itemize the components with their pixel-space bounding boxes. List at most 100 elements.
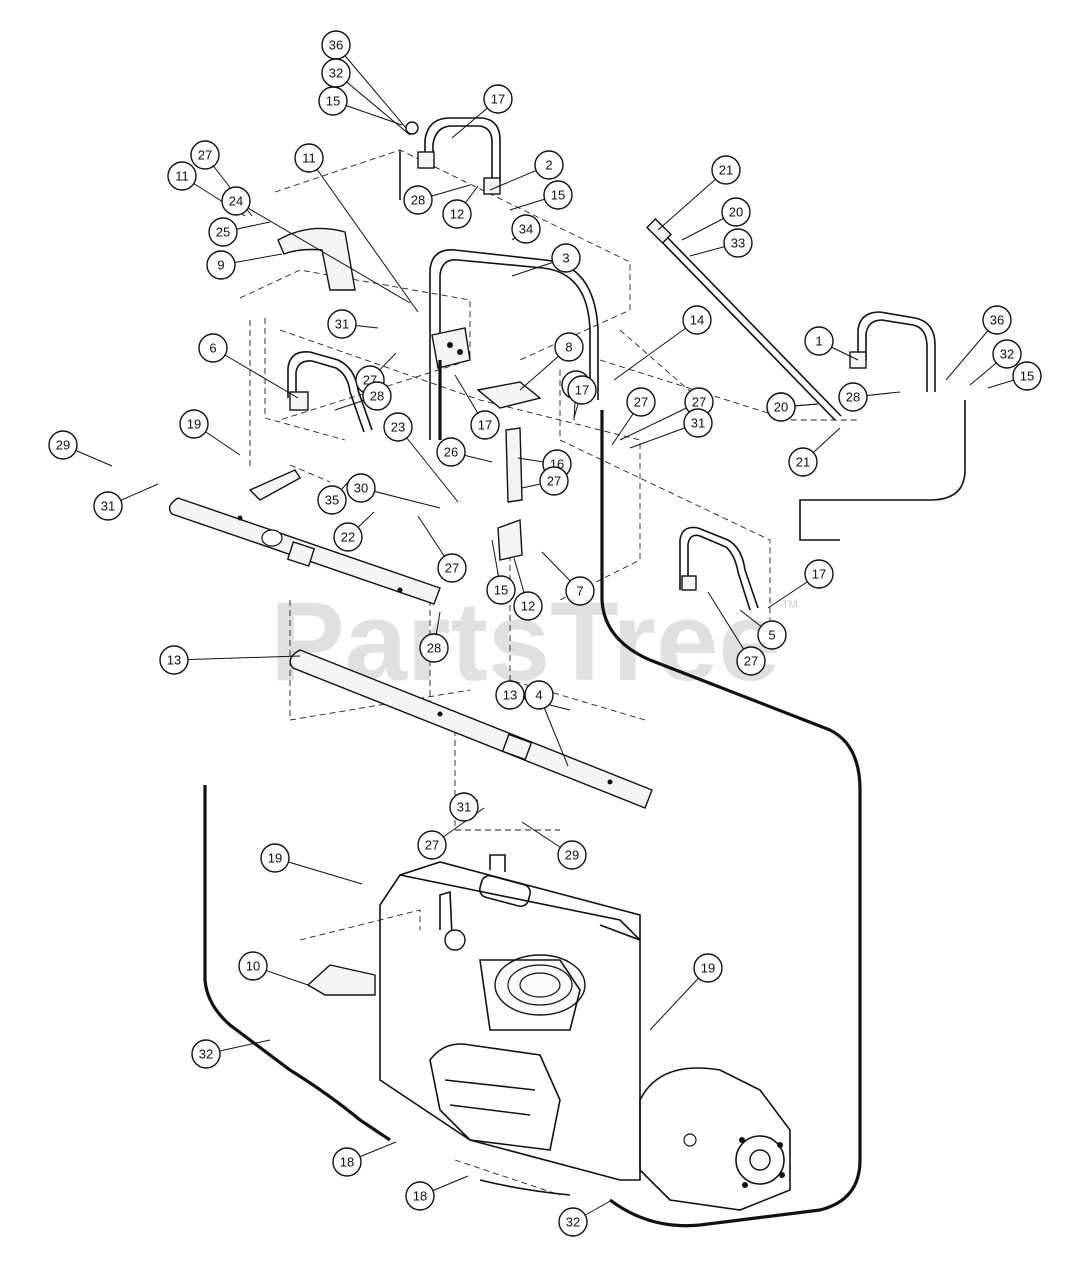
callout-number: 2 [545,158,552,173]
bracket-7 [497,519,523,561]
callout-29: 29 [557,840,587,870]
callout-circle [317,485,347,515]
engine-housing [379,854,641,1181]
callout-circle [539,466,569,496]
callout-13: 13 [495,680,525,710]
callout-circle [723,228,753,258]
callout-number: 31 [691,416,705,431]
callout-17: 17 [567,375,597,405]
callout-circle [208,217,238,247]
callout-circle [48,430,78,460]
callout-leader [212,347,299,399]
callout-number: 13 [167,653,181,668]
callout-leader [335,44,407,129]
callout-26: 26 [436,437,466,467]
callout-circle [405,1181,435,1211]
callout-number: 18 [413,1189,427,1204]
callout-number: 8 [565,340,572,355]
callout-number: 32 [566,1215,580,1230]
callout-7: 7 [565,576,595,606]
callout-31: 31 [683,408,713,438]
callout-number: 15 [326,94,340,109]
callout-30: 30 [346,473,376,503]
callout-number: 31 [335,317,349,332]
callout-circle [804,559,834,589]
callout-5: 5 [757,620,787,650]
callout-number: 7 [576,584,583,599]
callout-number: 17 [491,92,505,107]
callout-number: 17 [812,567,826,582]
callout-18: 18 [332,1147,362,1177]
callout-11: 11 [167,161,197,191]
callout-number: 22 [341,530,355,545]
callout-circle [551,243,581,273]
callout-27: 27 [417,830,447,860]
callout-19: 19 [693,953,723,983]
callout-circle [206,250,236,280]
callout-leader [335,72,411,136]
callout-circle [757,620,787,650]
transaxle-hub [639,1067,791,1211]
callout-number: 12 [450,207,464,222]
callout-number: 11 [302,151,316,166]
callout-circle [436,437,466,467]
callout-number: 15 [494,583,508,598]
callout-33: 33 [723,228,753,258]
callout-19: 19 [260,843,290,873]
callout-10: 10 [238,951,268,981]
callout-6: 6 [198,333,228,363]
callout-31: 31 [449,792,479,822]
callout-circle [711,155,741,185]
callout-circle [721,197,751,227]
callout-number: 26 [444,445,458,460]
callout-number: 20 [774,400,788,415]
callout-number: 14 [690,313,704,328]
callout-circle [557,840,587,870]
callout-28: 28 [362,381,392,411]
callout-circle [513,591,543,621]
callout-circle [159,645,189,675]
callout-circle [511,214,541,244]
callout-circle [736,646,766,676]
callout-leader [173,655,301,661]
callout-number: 32 [199,1047,213,1062]
callout-32: 32 [558,1207,588,1237]
callout-number: 15 [551,188,565,203]
callout-number: 28 [846,390,860,405]
callout-number: 15 [1020,369,1034,384]
callout-number: 27 [634,395,648,410]
callout-17: 17 [804,559,834,589]
callout-1: 1 [804,326,834,356]
lower-right-loop [679,526,759,611]
callout-circle [565,576,595,606]
callout-number: 27 [692,395,706,410]
callout-number: 5 [768,628,775,643]
callout-number: 27 [744,654,758,669]
callout-circle [190,140,220,170]
callout-circle [346,473,376,503]
callout-circle [534,150,564,180]
callout-32: 32 [992,339,1022,369]
callout-11: 11 [294,143,324,173]
callout-circle [294,143,324,173]
callout-number: 27 [547,474,561,489]
callout-12: 12 [513,591,543,621]
callout-leader [613,319,698,381]
callout-number: 35 [325,493,339,508]
lower-handle-tube [289,649,653,809]
callout-number: 25 [216,225,230,240]
callout-17: 17 [470,410,500,440]
callout-number: 27 [445,561,459,576]
callout-number: 21 [719,163,733,178]
callout-36: 36 [982,305,1012,335]
callout-circle [486,575,516,605]
callout-number: 1 [815,334,822,349]
callout-circle [449,792,479,822]
callout-number: 17 [575,383,589,398]
callout-circle [982,305,1012,335]
callout-number: 30 [354,481,368,496]
callout-circle [198,333,228,363]
callout-34: 34 [511,214,541,244]
callout-number: 24 [229,194,243,209]
